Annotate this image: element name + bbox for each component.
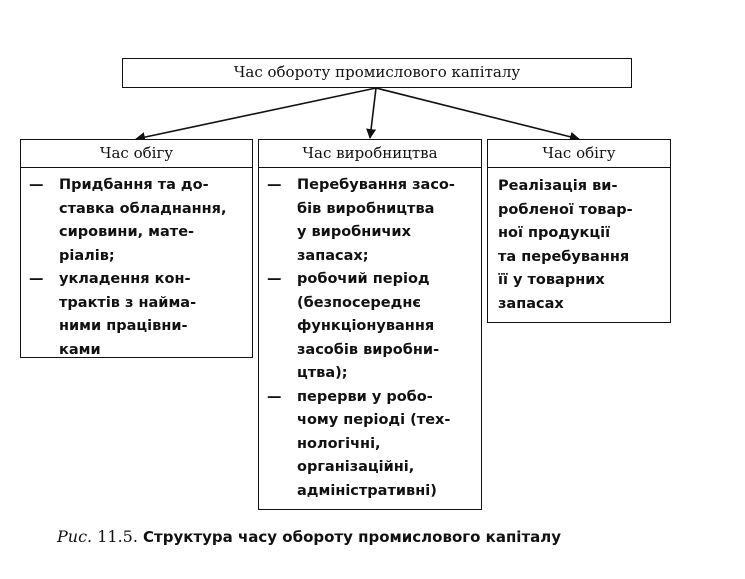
production-time-box: Час виробництва — Перебування засо- бів …: [258, 139, 482, 510]
caption-title: Структура часу обороту промислового капі…: [143, 528, 562, 546]
arrow-to-production: [366, 87, 377, 139]
list-item: — перерви у робо- чому періоді (тех- нол…: [267, 388, 451, 499]
production-time-title: Час виробництва: [259, 140, 481, 168]
circulation-right-text: Реалізація ви- робленої товар- ної проду…: [498, 178, 633, 312]
capital-turnover-box: Час обороту промислового капіталу: [122, 58, 632, 88]
circulation-time-box-right: Час обігу Реалізація ви- робленої товар-…: [487, 139, 671, 323]
arrow-to-circulation-right: [375, 87, 580, 142]
circulation-time-box-left: Час обігу — Придбання та до- ставка обла…: [20, 139, 253, 358]
circulation-left-list: — Придбання та до- ставка обладнання, си…: [21, 168, 252, 362]
caption-prefix: Рис.: [57, 527, 93, 546]
figure-caption: Рис. 11.5. Структура часу обороту промис…: [57, 527, 561, 546]
list-item: — укладення кон- трактів з найма- ними п…: [29, 271, 197, 358]
circulation-time-title-right: Час обігу: [488, 140, 670, 168]
arrow-to-circulation-left: [135, 87, 377, 143]
production-list: — Перебування засо- бів виробництва у ви…: [259, 168, 481, 503]
list-item: — Перебування засо- бів виробництва у ви…: [267, 177, 455, 264]
circulation-time-title-left: Час обігу: [21, 140, 252, 168]
list-item: — робочий період (безпосереднє функціону…: [267, 271, 440, 381]
caption-number: 11.5.: [97, 527, 138, 546]
list-item: — Придбання та до- ставка обладнання, си…: [29, 177, 227, 264]
